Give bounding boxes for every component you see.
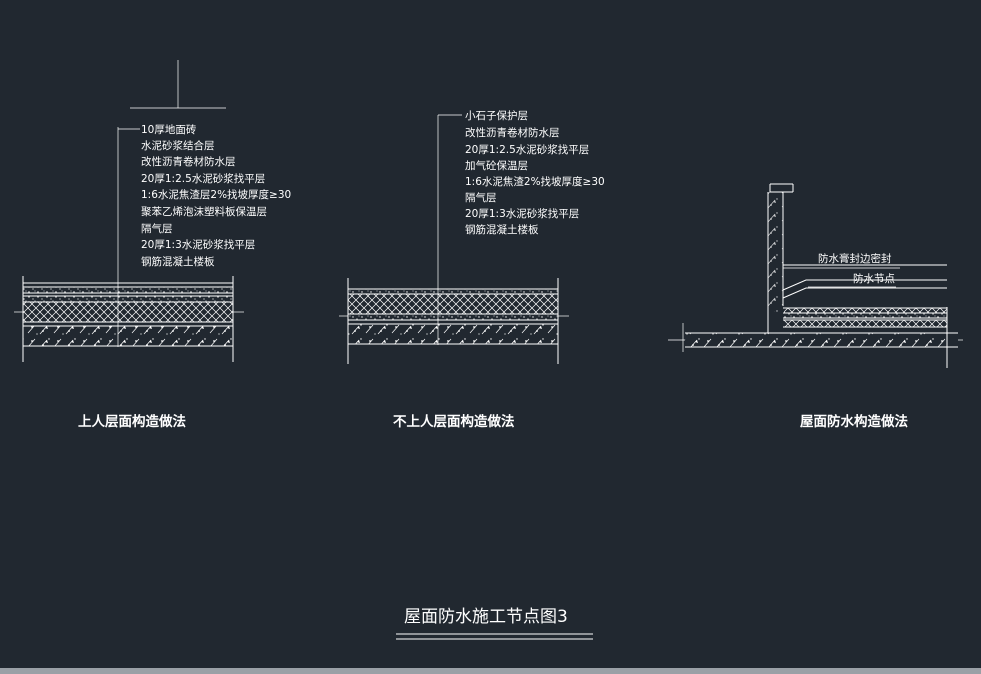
left-layer-label: 20厚1:2.5水泥砂浆找平层 bbox=[141, 172, 265, 185]
left-layer-labels: 10厚地面砖 水泥砂浆结合层 改性沥青卷材防水层 20厚1:2.5水泥砂浆找平层… bbox=[141, 123, 291, 268]
left-layer-label: 改性沥青卷材防水层 bbox=[141, 155, 236, 168]
detail-left: 10厚地面砖 水泥砂浆结合层 改性沥青卷材防水层 20厚1:2.5水泥砂浆找平层… bbox=[14, 60, 291, 430]
left-layer-label: 隔气层 bbox=[141, 222, 173, 235]
left-detail-caption: 上人层面构造做法 bbox=[78, 413, 186, 430]
right-callout-label: 防水节点 bbox=[853, 272, 895, 285]
middle-layer-label: 20厚1:3水泥砂浆找平层 bbox=[465, 207, 579, 220]
detail-middle: 小石子保护层 改性沥青卷材防水层 20厚1:2.5水泥砂浆找平层 加气砼保温层 … bbox=[339, 109, 605, 430]
left-layer-label: 钢筋混凝土楼板 bbox=[141, 255, 215, 268]
roof-slab bbox=[668, 264, 963, 368]
middle-section-layers bbox=[339, 278, 569, 364]
right-detail-caption: 屋面防水构造做法 bbox=[800, 413, 908, 430]
middle-layer-labels: 小石子保护层 改性沥青卷材防水层 20厚1:2.5水泥砂浆找平层 加气砼保温层 … bbox=[465, 109, 605, 236]
middle-layer-label: 隔气层 bbox=[465, 191, 497, 204]
drawing-title: 屋面防水施工节点图3 bbox=[404, 607, 568, 627]
left-section-layers bbox=[14, 276, 244, 362]
right-callout-leaders bbox=[783, 267, 900, 288]
status-bar bbox=[0, 668, 981, 674]
left-layer-label: 20厚1:3水泥砂浆找平层 bbox=[141, 238, 255, 251]
drawing-title-block: 屋面防水施工节点图3 bbox=[396, 607, 593, 640]
parapet-wall bbox=[767, 183, 794, 333]
middle-layer-label: 1:6水泥焦渣2%找坡厚度≥30 bbox=[465, 175, 605, 188]
crosshair-cursor bbox=[130, 60, 226, 109]
middle-layer-label: 加气砼保温层 bbox=[465, 159, 528, 172]
middle-layer-label: 钢筋混凝土楼板 bbox=[465, 223, 539, 236]
left-layer-label: 水泥砂浆结合层 bbox=[141, 139, 215, 152]
left-layer-label: 聚苯乙烯泡沫塑料板保温层 bbox=[141, 205, 267, 218]
middle-detail-caption: 不上人层面构造做法 bbox=[393, 413, 515, 430]
right-callout-label: 防水膏封边密封 bbox=[818, 252, 892, 265]
left-layer-label: 1:6水泥焦渣层2%找坡厚度≥30 bbox=[141, 188, 291, 201]
middle-layer-label: 小石子保护层 bbox=[465, 109, 528, 122]
detail-right: 防水膏封边密封 防水节点 屋面防水构造做法 bbox=[668, 183, 963, 430]
middle-layer-label: 改性沥青卷材防水层 bbox=[465, 126, 560, 139]
left-layer-label: 10厚地面砖 bbox=[141, 123, 197, 136]
middle-layer-label: 20厚1:2.5水泥砂浆找平层 bbox=[465, 143, 589, 156]
